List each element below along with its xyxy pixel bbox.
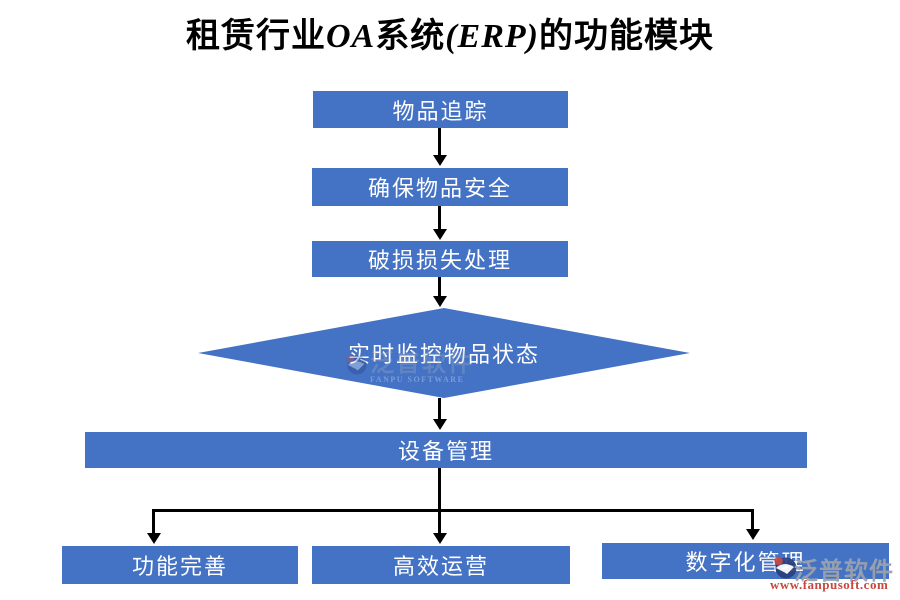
arrow-head-4 <box>433 419 447 430</box>
flow-node-damage-loss: 破损损失处理 <box>312 241 568 277</box>
arrow-head-3 <box>433 296 447 307</box>
arrow-line-3 <box>438 277 441 297</box>
flow-node-item-safety: 确保物品安全 <box>312 168 568 206</box>
arrow-line-4 <box>438 398 441 420</box>
flow-node-efficient-operation: 高效运营 <box>312 546 570 584</box>
title-segment: OA <box>325 18 376 55</box>
flow-node-digital-mgmt: 数字化管理 <box>602 543 889 579</box>
flow-node-monitor-diamond: 实时监控物品状态 <box>198 308 690 398</box>
arrow-line-1 <box>438 128 441 156</box>
branch-right-arrow-head <box>746 529 760 540</box>
flow-node-equipment-mgmt: 设备管理 <box>85 432 807 468</box>
branch-horizontal-line <box>152 509 754 512</box>
title-segment: 租赁行业 <box>185 18 326 55</box>
title-segment: 的功能模块 <box>539 18 714 55</box>
flow-node-item-tracking: 物品追踪 <box>313 91 568 128</box>
arrow-head-2 <box>433 229 447 240</box>
branch-center-line <box>438 468 441 534</box>
arrow-line-2 <box>438 206 441 230</box>
diagram-title: 租赁行业OA系统(ERP)的功能模块 <box>0 8 900 57</box>
arrow-head-1 <box>433 155 447 166</box>
branch-left-arrow-head <box>147 533 161 544</box>
branch-right-line <box>751 509 754 530</box>
branch-left-line <box>152 509 155 534</box>
title-segment: 系统 <box>375 18 446 55</box>
watermark-url: www.fanpusoft.com <box>770 577 889 592</box>
title-segment: (ERP) <box>445 18 539 55</box>
flow-node-function-improve: 功能完善 <box>62 546 298 584</box>
branch-center-arrow-head <box>433 533 447 544</box>
